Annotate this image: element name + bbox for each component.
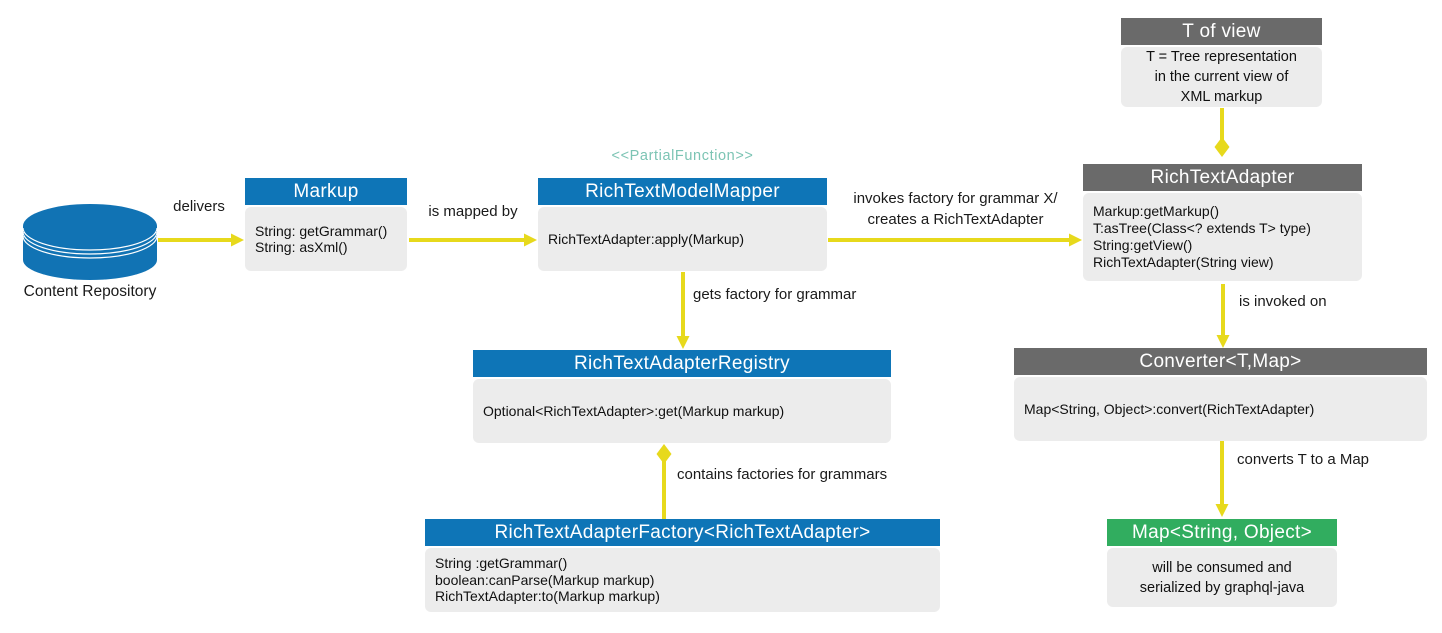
edge-label-gets-factory: gets factory for grammar <box>693 286 857 303</box>
method-line: String :getGrammar() <box>435 555 568 572</box>
node-factory-title: RichTextAdapterFactory<RichTextAdapter> <box>425 519 940 546</box>
node-markup-title: Markup <box>245 178 407 205</box>
note-line: in the current view of <box>1154 69 1289 85</box>
arrow-gets-factory <box>676 272 690 349</box>
arrow-is-invoked-on <box>1216 284 1230 348</box>
node-rich-text-adapter: RichTextAdapter Markup:getMarkup() T:asT… <box>1083 164 1362 281</box>
node-rich-text-model-mapper: RichTextModelMapper RichTextAdapter:appl… <box>538 178 827 271</box>
node-markup: Markup String: getGrammar() String: asXm… <box>245 178 407 271</box>
arrow-contains-factories <box>656 444 672 519</box>
edge-label-line: creates a RichTextAdapter <box>867 211 1044 228</box>
method-line: T:asTree(Class<? extends T> type) <box>1093 220 1311 236</box>
node-converter: Converter<T,Map> Map<String, Object>:con… <box>1014 348 1427 441</box>
method-line: boolean:canParse(Markup markup) <box>435 571 655 588</box>
arrow-delivers <box>158 233 244 247</box>
arrow-converts <box>1215 441 1229 517</box>
node-rich-text-adapter-registry: RichTextAdapterRegistry Optional<RichTex… <box>473 350 891 443</box>
edge-label-delivers: delivers <box>173 198 225 215</box>
node-t-of-view-title: T of view <box>1121 18 1322 45</box>
method-line: Markup:getMarkup() <box>1093 203 1220 219</box>
node-registry-title: RichTextAdapterRegistry <box>473 350 891 377</box>
edge-label-is-invoked-on: is invoked on <box>1239 293 1327 310</box>
note-line: XML markup <box>1180 89 1263 105</box>
edge-label-is-mapped-by: is mapped by <box>428 203 518 220</box>
edge-label-line: invokes factory for grammar X/ <box>853 190 1058 207</box>
arrow-invokes-factory <box>828 233 1082 247</box>
node-map-result: Map<String, Object> will be consumed and… <box>1107 519 1337 607</box>
method-line: Optional<RichTextAdapter>:get(Markup mar… <box>483 402 785 419</box>
method-line: String:getView() <box>1093 237 1193 253</box>
node-t-of-view: T of view T = Tree representation in the… <box>1121 18 1322 107</box>
note-line: will be consumed and <box>1152 559 1292 576</box>
content-repository-label: Content Repository <box>23 283 157 300</box>
stereotype-partial-function: <<PartialFunction>> <box>611 148 754 164</box>
method-line: RichTextAdapter(String view) <box>1093 254 1274 270</box>
edge-label-contains-factories: contains factories for grammars <box>677 466 888 483</box>
edge-label-invokes-factory: invokes factory for grammar X/ creates a… <box>833 188 1078 230</box>
method-line: String: getGrammar() <box>255 222 388 239</box>
note-line: serialized by graphql-java <box>1139 579 1305 596</box>
arrow-t-of-view-note <box>1214 108 1230 157</box>
method-line: RichTextAdapter:to(Markup markup) <box>435 588 660 605</box>
edge-label-converts: converts T to a Map <box>1237 451 1370 468</box>
node-rich-text-adapter-title: RichTextAdapter <box>1083 164 1362 191</box>
node-rich-text-model-mapper-title: RichTextModelMapper <box>538 178 827 205</box>
node-rich-text-adapter-factory: RichTextAdapterFactory<RichTextAdapter> … <box>425 519 940 612</box>
arrow-is-mapped-by <box>409 233 537 247</box>
method-line: RichTextAdapter:apply(Markup) <box>548 230 745 247</box>
node-converter-title: Converter<T,Map> <box>1014 348 1427 375</box>
method-line: String: asXml() <box>255 239 348 255</box>
node-map-result-title: Map<String, Object> <box>1107 519 1337 546</box>
database-icon <box>22 204 158 280</box>
method-line: Map<String, Object>:convert(RichTextAdap… <box>1024 400 1315 417</box>
note-line: T = Tree representation <box>1146 49 1297 65</box>
